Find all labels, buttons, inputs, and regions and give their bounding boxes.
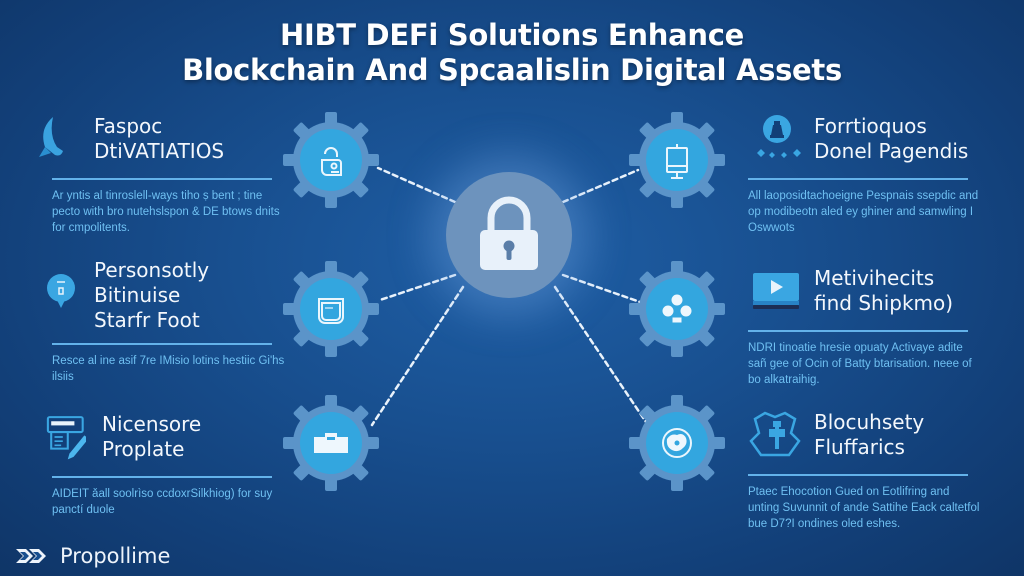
shield-emblem-icon: [748, 406, 806, 464]
block-heading: Nicensore Proplate: [102, 412, 202, 461]
block-heading: Blocuhsety Fluffarics: [814, 410, 925, 459]
central-padlock-hub: [446, 172, 572, 298]
chess-piece-icon: [748, 110, 806, 168]
video-play-icon: [748, 262, 806, 320]
feature-block-left-2: Personsotly Bitinuise Starfr Foot Resce …: [28, 258, 284, 385]
divider: [748, 330, 968, 332]
block-description: Resce al ine asif 7re IMisio lotins hest…: [52, 355, 285, 383]
block-heading: Metivihecits find Shipkmo): [814, 266, 954, 315]
block-heading: Faspoc DtiVATIATIOS: [94, 114, 225, 163]
network-cluster-icon: [661, 293, 693, 324]
padlock-icon: [480, 196, 538, 270]
easel-monitor-icon: [666, 144, 688, 179]
block-description: AIDEIT ǎall soolrìso ccdoxrSilkhiog) for…: [52, 488, 273, 516]
gear-right-middle: [627, 259, 727, 359]
document-pen-icon: [28, 408, 86, 466]
infographic-title: HIBT DEFi Solutions Enhance Blockchain A…: [0, 18, 1024, 88]
globe-map-icon: [662, 428, 692, 458]
footer-brand: Propollime: [14, 544, 170, 568]
block-heading: Personsotly Bitinuise Starfr Foot: [94, 258, 210, 332]
locked-person-icon: [321, 147, 342, 176]
gear-left-bottom: [281, 393, 381, 493]
divider: [52, 178, 272, 180]
feature-block-right-1: Forrtioquos Donel Pagendis All laoposidt…: [748, 110, 998, 236]
feature-block-right-2: Metivihecits find Shipkmo) NDRI tinoatie…: [748, 262, 998, 388]
feature-block-right-3: Blocuhsety Fluffarics Ptaec Ehocotion Gu…: [748, 406, 998, 532]
divider: [52, 476, 272, 478]
divider: [748, 178, 968, 180]
block-heading: Forrtioquos Donel Pagendis: [814, 114, 969, 163]
title-line-2: Blockchain And Spcaalislin Digital Asset…: [182, 53, 842, 87]
double-chevron-logo-icon: [14, 546, 48, 566]
toolbox-icon: [314, 433, 348, 453]
divider: [748, 474, 968, 476]
gear-right-bottom: [627, 393, 727, 493]
gear-left-top: [281, 110, 381, 210]
block-description: Ptaec Ehocotion Gued on Eotlifring and u…: [748, 486, 980, 530]
block-description: All laoposidtachoeigne Pespnais ssepdic …: [748, 190, 979, 234]
gear-right-top: [627, 110, 727, 210]
feature-block-left-1: Faspoc DtiVATIATIOS Ar yntis al tinrosle…: [28, 110, 280, 236]
brand-name: Propollime: [60, 544, 171, 568]
speech-bubble-icon: [28, 267, 86, 325]
feature-block-left-3: Nicensore Proplate AIDEIT ǎall soolrìso …: [28, 408, 278, 518]
block-description: NDRI tinoatie hresie opuaty Activaye adi…: [748, 342, 972, 386]
title-line-1: HIBT DEFi Solutions Enhance: [280, 18, 744, 52]
document-folder-icon: [318, 298, 344, 324]
divider: [52, 343, 272, 345]
block-description: Ar yntis al tinroslell-ways tiho ṣ bent …: [52, 190, 280, 234]
swoosh-figure-icon: [28, 110, 86, 168]
gear-left-middle: [281, 259, 381, 359]
